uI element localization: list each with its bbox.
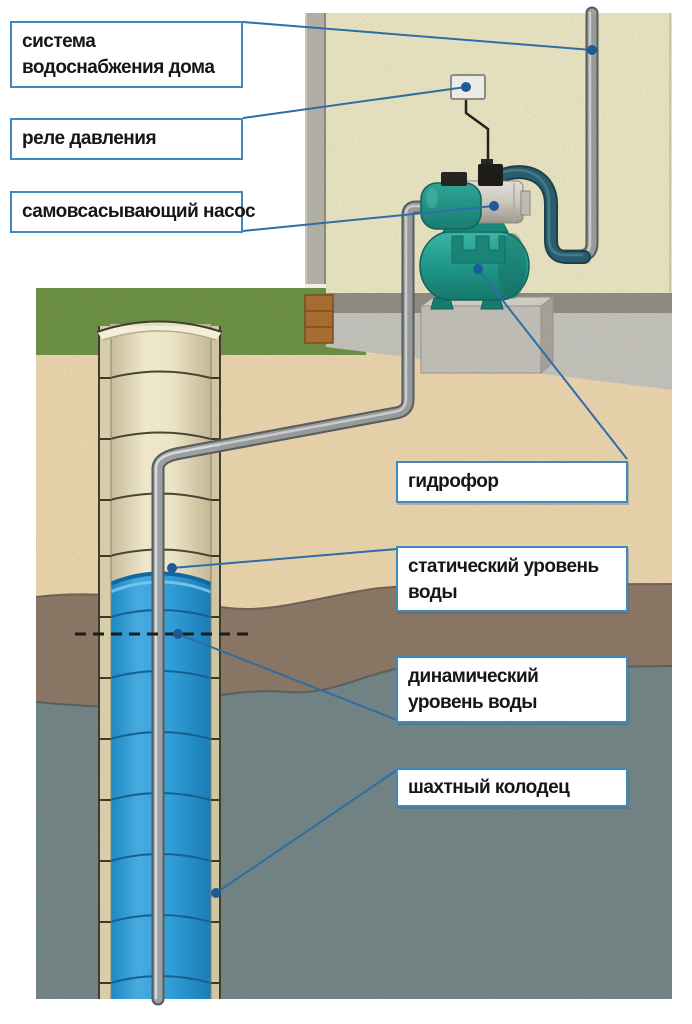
dot-relay [461,82,471,92]
grain-wall [305,13,672,288]
dot-static-level [167,563,177,573]
ring-joint [109,431,212,440]
leader-relay [242,86,467,119]
leader-lines [171,21,628,894]
dot-dynamic-level [173,629,183,639]
label-self-priming-pump: самовсасывающий насос [10,191,256,233]
leader-dynamic-level [177,633,398,721]
leader-dots [167,45,597,898]
rim-inner-line [102,330,217,341]
ring-joint [109,370,212,379]
leader-static-level [171,548,398,569]
label-dynamic-water-level: динамический уровень воды [396,656,628,723]
dot-system [587,45,597,55]
label-shaft-well: шахтный колодец [396,768,628,807]
label-static-water-level: статический уровень воды [396,546,628,612]
leader-pump [242,205,495,232]
grain-grass [36,288,672,326]
leader-system [242,21,593,51]
well-casing-right [211,326,220,999]
label-hydrophore: гидрофор [396,461,628,503]
well-casing-left [99,326,111,999]
label-house-water-supply-system: система водоснабжения дома [10,21,243,88]
dot-well [211,888,221,898]
grain-ground-left [36,326,99,999]
leader-hydrophore [477,268,628,460]
label-pressure-relay: реле давления [10,118,243,160]
dot-hydrophore [473,264,483,274]
leader-well [215,769,398,894]
casing-joint-notches [99,377,220,984]
dot-pump [489,201,499,211]
